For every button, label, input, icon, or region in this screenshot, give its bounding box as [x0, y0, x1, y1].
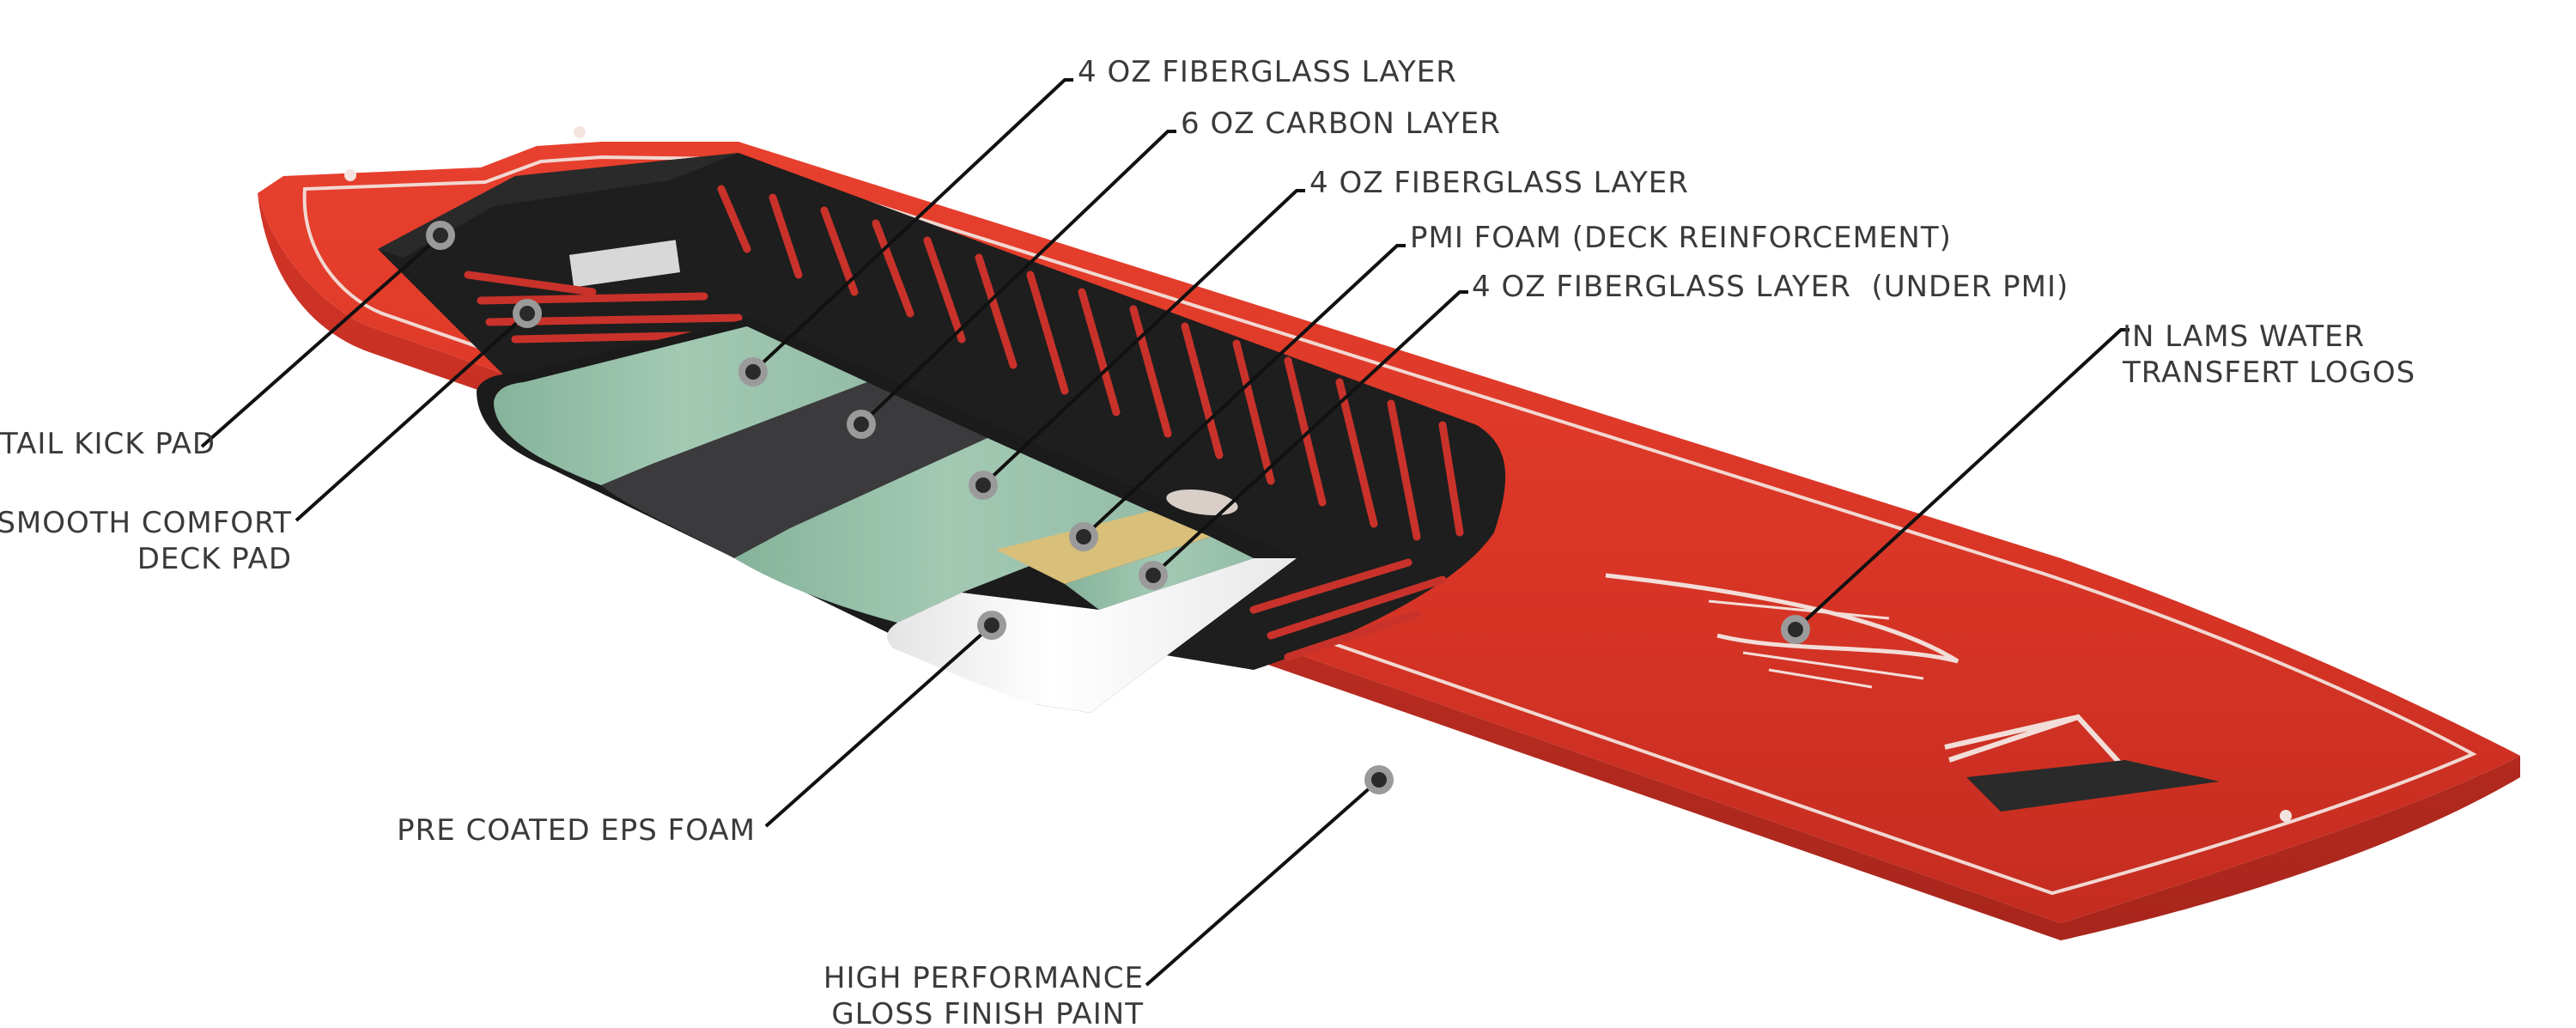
insert-tail-left [344, 169, 356, 181]
label-tailkick: TAIL KICK PAD [0, 427, 216, 461]
layer-fiberglass-1 [494, 326, 867, 485]
dot-logos [1781, 615, 1810, 644]
callout-dots [426, 221, 1810, 794]
leader-tailkick [200, 234, 442, 448]
label-logos-line2: TRANSFERT LOGOS [2122, 356, 2415, 390]
dot-fg1 [738, 357, 768, 386]
leader-lines [200, 78, 2129, 987]
nose-graphics [1605, 573, 2220, 812]
board-pinline [302, 155, 2477, 896]
dot-paint [1364, 765, 1394, 794]
nose-logo-text [1708, 599, 1924, 689]
leader-logos [1794, 328, 2129, 631]
leader-paint [1145, 778, 1381, 987]
leader-pmi [1082, 244, 1406, 538]
label-deckpad-line1: SMOOTH COMFORT [0, 506, 292, 540]
layer-fiberglass-2 [734, 438, 1159, 623]
label-paint-line2: GLOSS FINISH PAINT [831, 997, 1144, 1028]
leader-fg3 [1151, 290, 1468, 577]
label-eps: PRE COATED EPS FOAM [397, 813, 756, 848]
label-carbon: 6 OZ CARBON LAYER [1181, 106, 1501, 141]
label-deckpad-line2: DECK PAD [137, 542, 292, 576]
label-paint-line1: HIGH PERFORMANCE [823, 961, 1144, 995]
tail-kick-pad [378, 153, 738, 258]
insert-nose [2280, 810, 2292, 822]
label-logos-line1: IN LAMS WATER [2123, 319, 2365, 354]
dot-eps [977, 611, 1006, 640]
label-fg2: 4 OZ FIBERGLASS LAYER [1309, 166, 1689, 200]
label-fg1: 4 OZ FIBERGLASS LAYER [1078, 55, 1457, 89]
nose-logo-swoosh [1605, 573, 1959, 664]
pad-plate [1166, 489, 1238, 516]
dot-carbon [847, 410, 876, 439]
label-pmi: PMI FOAM (DECK REINFORCEMENT) [1410, 221, 1952, 255]
callout-labels: 4 OZ FIBERGLASS LAYER 6 OZ CARBON LAYER … [0, 55, 2415, 1028]
dot-pmi [1069, 522, 1098, 551]
board-rail [258, 193, 2520, 940]
layer-pmi-foam [996, 511, 1211, 584]
dot-deckpad [513, 299, 542, 328]
leader-fg2 [981, 189, 1305, 487]
cutaway-layers [477, 318, 1297, 713]
dot-fg3 [1139, 561, 1168, 590]
leader-eps [764, 623, 993, 828]
leader-fg1 [751, 78, 1073, 374]
layer-carbon [601, 382, 987, 558]
label-fg3: 4 OZ FIBERGLASS LAYER (UNDER PMI) [1472, 270, 2069, 304]
dot-fg2 [969, 471, 998, 500]
dot-tailkick [426, 221, 455, 250]
leader-deckpad [295, 312, 529, 522]
deck-grooves [464, 185, 1464, 661]
leader-carbon [860, 130, 1176, 426]
deck-logo-plate [568, 240, 681, 288]
layer-eps-foam [887, 558, 1297, 713]
insert-tail-right [574, 126, 586, 138]
nose-chevron-fill [1966, 760, 2220, 812]
